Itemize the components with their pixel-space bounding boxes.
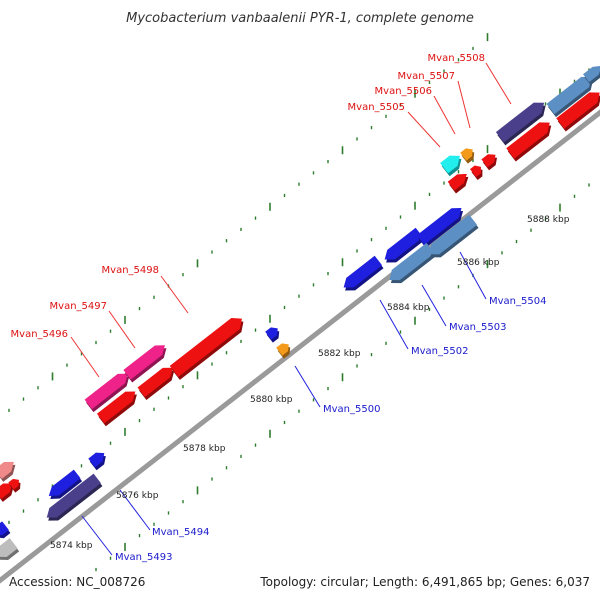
kbp-label-5880: 5880 kbp: [250, 395, 293, 405]
feature-mvan-5503-a: [384, 227, 425, 263]
feature-mvan-5507-red: [481, 154, 498, 171]
leader-mvan-5506: [433, 95, 456, 135]
gene-label-mvan-5496: Mvan_5496: [11, 329, 68, 340]
feature-mvan-5506-orange: [460, 148, 475, 164]
feature-mvan-5504-a: [389, 242, 437, 284]
feature-mvan-5500-blue: [265, 327, 280, 343]
feature-mvan-5502: [343, 255, 384, 291]
gene-label-mvan-5502: Mvan_5502: [411, 346, 468, 357]
kbp-label-5878: 5878 kbp: [183, 444, 226, 454]
feature-red-edge-2: [8, 478, 21, 493]
leader-mvan-5505: [407, 111, 441, 148]
gene-leader-lines: [70, 62, 512, 556]
gene-label-mvan-5505: Mvan_5505: [348, 102, 405, 113]
gene-features: [0, 66, 600, 560]
gene-label-mvan-5498: Mvan_5498: [102, 265, 159, 276]
kbp-label-5876: 5876 kbp: [116, 491, 159, 501]
forward-gene-labels: Mvan_5496 Mvan_5497 Mvan_5498 Mvan_5505 …: [11, 53, 485, 340]
leader-mvan-5502: [379, 299, 409, 350]
accession-text: Accession: NC_008726: [9, 575, 145, 589]
gene-label-mvan-5506: Mvan_5506: [375, 86, 432, 97]
genome-backbone: [0, 109, 600, 584]
kbp-label-5874: 5874 kbp: [50, 541, 93, 551]
kbp-label-5884: 5884 kbp: [387, 303, 430, 313]
feature-blue-edge: [0, 521, 11, 539]
feature-mvan-5494: [48, 469, 83, 500]
leader-mvan-5503: [421, 284, 447, 327]
feature-top-red-1: [556, 92, 600, 132]
genome-summary-text: Topology: circular; Length: 6,491,865 bp…: [259, 575, 590, 589]
feature-mvan-5500-orange: [276, 343, 291, 359]
gene-label-mvan-5503: Mvan_5503: [449, 322, 506, 333]
leader-mvan-5496: [70, 336, 100, 378]
feature-mvan-5503-b: [416, 208, 464, 248]
gene-label-mvan-5504: Mvan_5504: [489, 296, 546, 307]
feature-top-blue-1: [546, 76, 594, 118]
gene-label-mvan-5508: Mvan_5508: [428, 53, 485, 64]
feature-mvan-5506-red: [469, 165, 483, 181]
gene-label-mvan-5507: Mvan_5507: [398, 71, 455, 82]
kbp-labels: 5874 kbp 5876 kbp 5878 kbp 5880 kbp 5882…: [50, 215, 570, 551]
leader-mvan-5500: [294, 365, 321, 408]
feature-mvan-5508-red: [506, 122, 552, 162]
feature-mvan-5497-pink: [123, 345, 167, 383]
gene-label-mvan-5494: Mvan_5494: [152, 527, 209, 538]
leader-mvan-5497: [108, 310, 136, 349]
feature-mvan-5505-red: [447, 173, 469, 194]
feature-top-blue-2: [583, 66, 600, 86]
feature-mvan-5504-b: [428, 214, 479, 258]
feature-mvan-5496-red: [96, 391, 137, 427]
leader-mvan-5494: [119, 489, 151, 531]
gene-label-mvan-5493: Mvan_5493: [115, 552, 172, 563]
feature-pink-edge: [0, 461, 16, 482]
reverse-gene-labels: Mvan_5493 Mvan_5494 Mvan_5500 Mvan_5502 …: [115, 296, 546, 563]
kbp-label-5886: 5886 kbp: [457, 258, 500, 268]
feature-mvan-5497-red: [137, 367, 175, 401]
feature-mvan-5505-cyan: [440, 155, 462, 177]
feature-red-edge-1: [0, 483, 14, 502]
feature-mvan-5508-purple: [495, 102, 546, 146]
gene-label-mvan-5500: Mvan_5500: [323, 404, 380, 415]
kbp-label-5882: 5882 kbp: [318, 349, 361, 359]
leader-mvan-5493: [81, 515, 113, 556]
leader-mvan-5507: [457, 80, 471, 129]
leader-mvan-5508: [485, 62, 512, 105]
leader-mvan-5504: [459, 251, 487, 300]
leader-mvan-5498: [160, 275, 189, 314]
gene-label-mvan-5497: Mvan_5497: [50, 301, 107, 312]
feature-mvan-5493: [46, 473, 103, 521]
feature-mvan-5498: [169, 317, 244, 380]
feature-small-blue: [88, 452, 106, 471]
kbp-label-5888: 5888 kbp: [527, 215, 570, 225]
feature-mvan-5496-pink: [84, 373, 130, 413]
map-title: Mycobacterium vanbaalenii PYR-1, complet…: [126, 11, 474, 26]
feature-grey-edge: [0, 538, 20, 560]
